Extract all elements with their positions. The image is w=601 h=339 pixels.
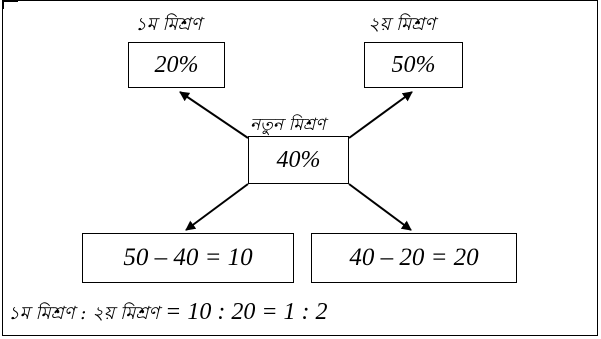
corner-mark <box>3 1 18 9</box>
mix2-label: ২য় মিশ্রণ <box>368 14 436 35</box>
mix1-label: ১ম মিশ্রণ <box>135 14 202 35</box>
right-calculation-box: 40 – 20 = 20 <box>311 233 517 283</box>
left-calculation-box: 50 – 40 = 10 <box>82 233 294 283</box>
mix1-percent-box: 20% <box>128 42 225 88</box>
ratio-statement: ১ম মিশ্রণ : ২য় মিশ্রণ = 10 : 20 = 1 : 2 <box>8 299 328 330</box>
ratio-math: = 10 : 20 = 1 : 2 <box>159 299 328 325</box>
arrow-to-right-calc <box>348 183 412 231</box>
new-mix-label: নতুন মিশ্রণ <box>250 115 326 135</box>
arrow-to-left-calc <box>185 183 249 231</box>
arrow-to-mix1 <box>179 91 249 139</box>
ratio-text: ১ম মিশ্রণ : ২য় মিশ্রণ <box>8 303 160 324</box>
new-mix-percent-box: 40% <box>248 136 349 184</box>
arrow-to-mix2 <box>348 91 413 139</box>
mix2-percent-box: 50% <box>364 42 463 88</box>
